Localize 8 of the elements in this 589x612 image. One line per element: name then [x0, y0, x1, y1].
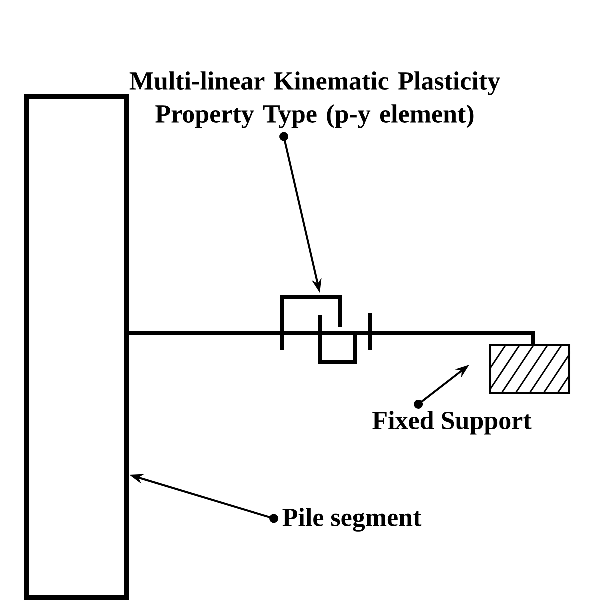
pile-rectangle [24, 94, 130, 600]
spring-element-symbol [280, 295, 372, 364]
label-text: Pile segment [282, 508, 422, 532]
connecting-beam [278, 331, 535, 344]
connecting-beam [130, 331, 278, 335]
hatched-support-block [490, 344, 570, 394]
label-text: Fixed Support [372, 411, 532, 435]
label-text: Multi-linear Kinematic Plasticity Property Type (p-y element) [130, 72, 500, 128]
